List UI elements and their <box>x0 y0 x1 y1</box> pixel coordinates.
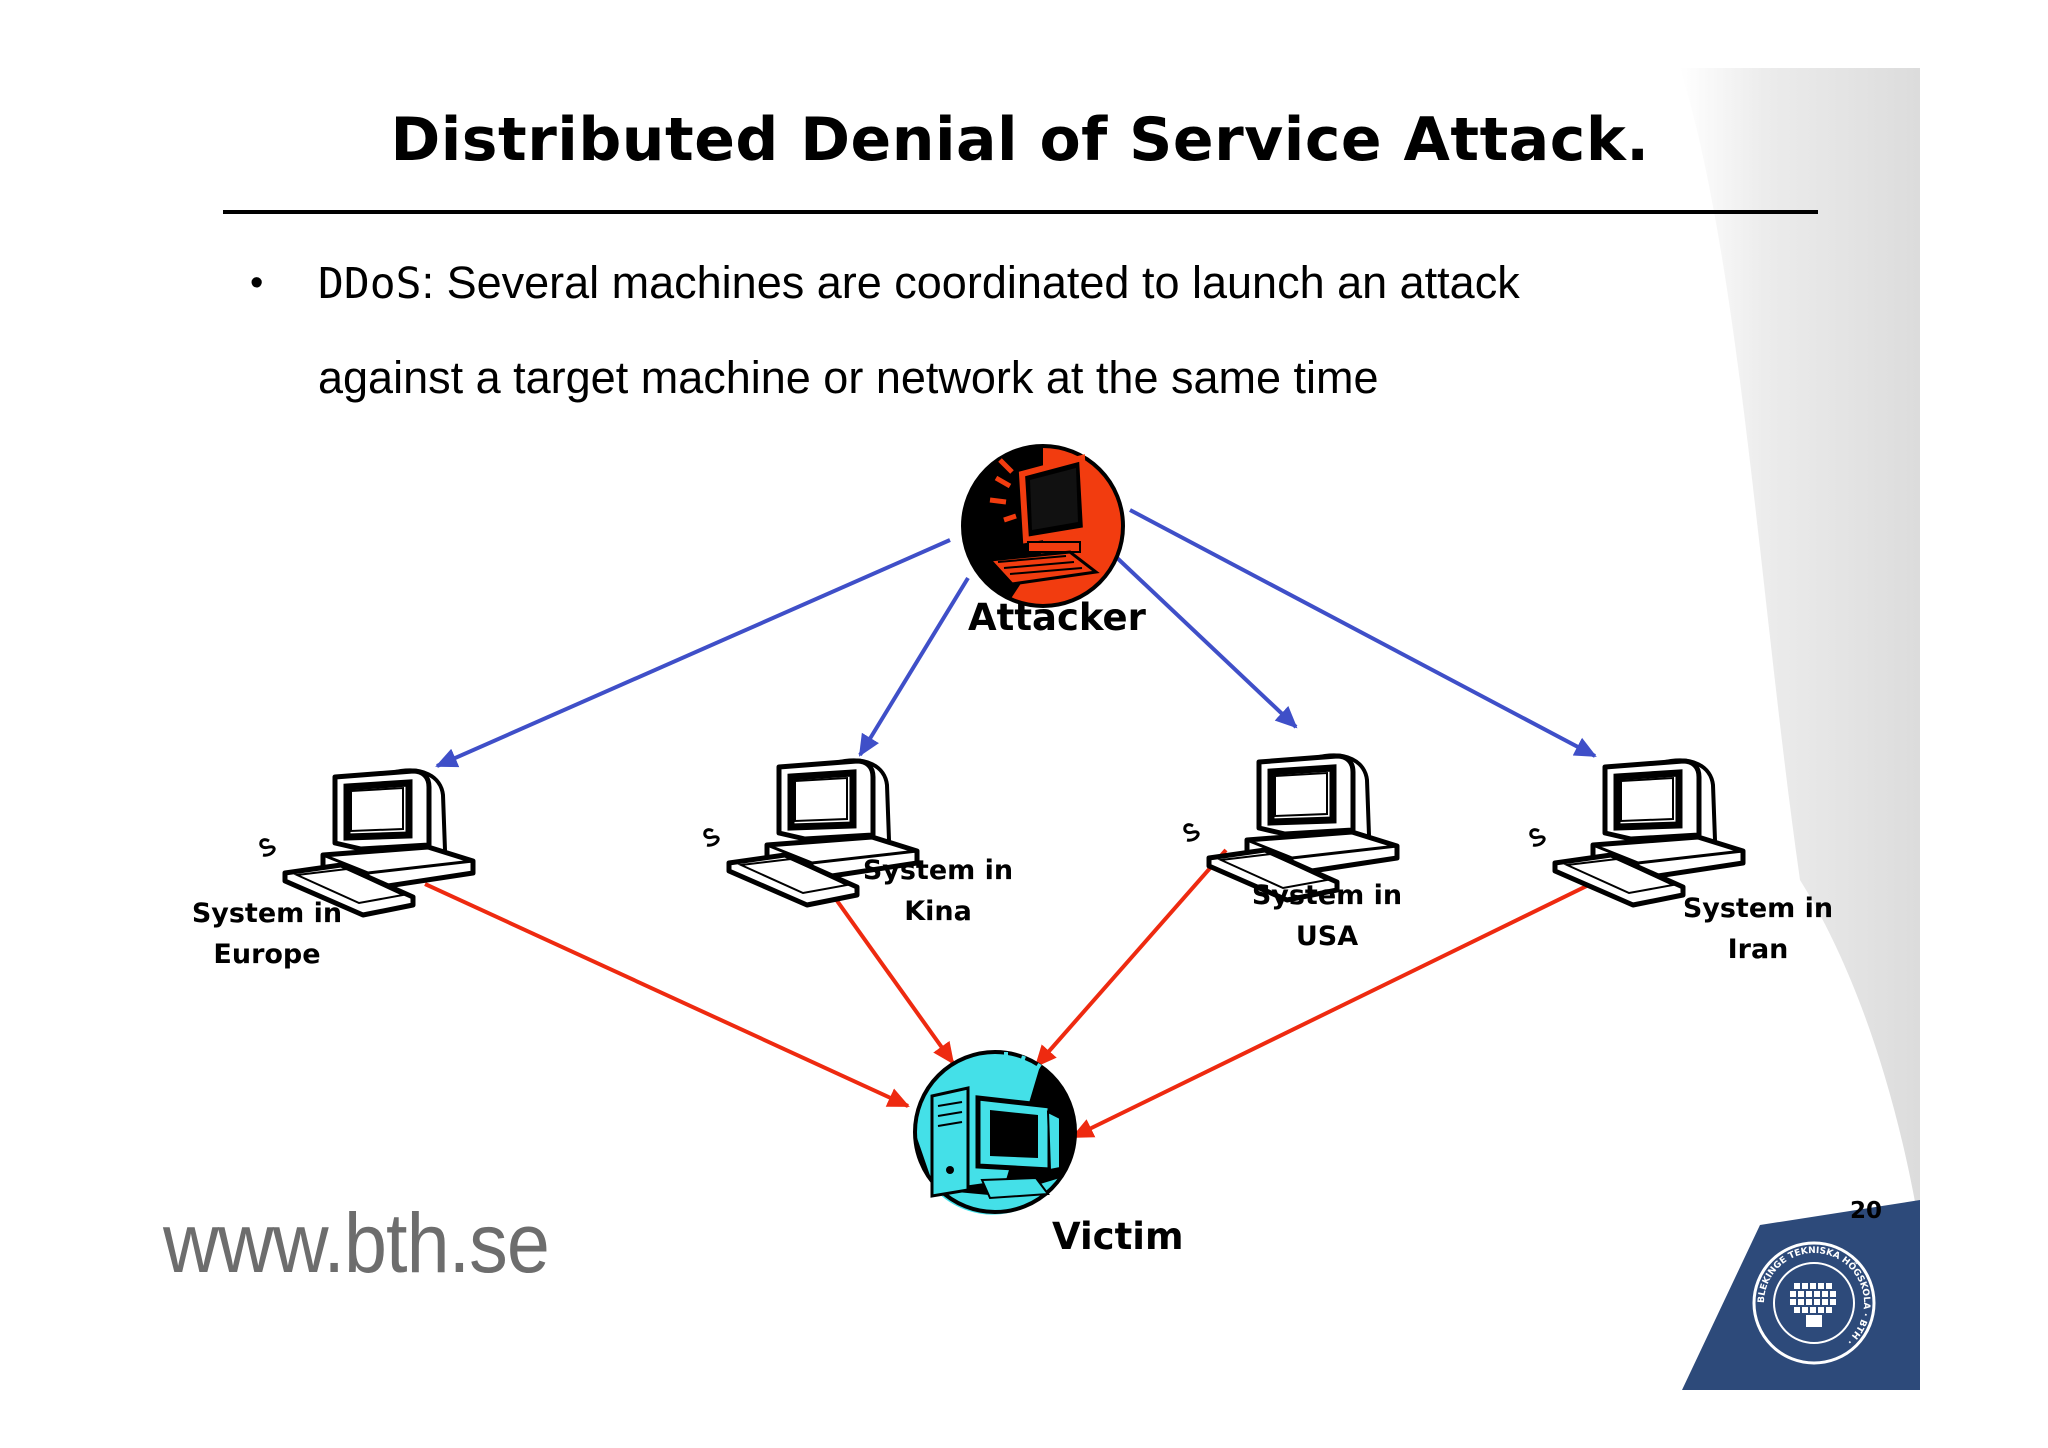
attack-arrow-iran <box>1071 876 1604 1139</box>
attack-arrow-usa <box>1034 848 1228 1068</box>
victim-label: Victim <box>1052 1215 1184 1258</box>
attacker-icon <box>961 444 1125 608</box>
computer-icon-iran <box>1531 760 1743 905</box>
system-label-europe: System in Europe <box>157 893 377 975</box>
system-label-line2: USA <box>1295 921 1359 952</box>
system-label-line2: Iran <box>1727 934 1789 965</box>
system-label-line1: System in <box>191 898 343 929</box>
command-arrow-usa <box>1112 553 1298 729</box>
command-arrow-europe <box>435 538 951 768</box>
system-label-line2: Kina <box>904 896 972 927</box>
website-url: www.bth.se <box>163 1196 550 1290</box>
system-label-line1: System in <box>1682 893 1834 924</box>
bullet-line-1: DDoS: Several machines are coordinated t… <box>318 257 1520 309</box>
ddos-term: DDoS <box>318 259 422 309</box>
attacker-label: Attacker <box>968 596 1146 639</box>
system-label-usa: System in USA <box>1217 875 1437 957</box>
system-label-kina: System in Kina <box>828 850 1048 932</box>
command-arrow-iran <box>1129 508 1597 758</box>
system-label-line2: Europe <box>213 939 321 970</box>
victim-icon <box>913 1050 1077 1215</box>
bullet-text-1: : Several machines are coordinated to la… <box>421 257 1520 308</box>
system-label-line1: System in <box>862 855 1014 886</box>
bullet-marker: • <box>250 262 264 304</box>
attack-arrow-europe <box>424 882 910 1108</box>
title-divider <box>223 210 1818 214</box>
slide-title: Distributed Denial of Service Attack. <box>390 105 1650 175</box>
command-arrow-kina <box>858 576 970 757</box>
system-label-line1: System in <box>1251 880 1403 911</box>
page-number: 20 <box>1850 1198 1883 1224</box>
attack-arrow-kina <box>813 868 955 1065</box>
system-label-iran: System in Iran <box>1648 888 1868 970</box>
background-swoosh <box>1680 68 1920 1230</box>
bullet-line-2: against a target machine or network at t… <box>318 352 1379 403</box>
